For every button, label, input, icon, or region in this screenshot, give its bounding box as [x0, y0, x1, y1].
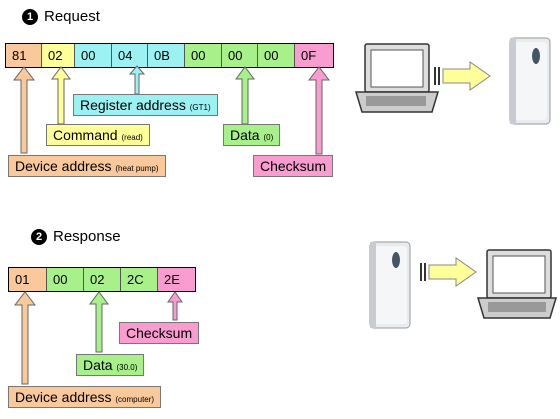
response-data-note: (30.0)	[116, 363, 138, 372]
register-address-label: Register address (GT1)	[73, 94, 218, 116]
response-device-address-label: Device address (computer)	[8, 386, 162, 408]
response-device-address-note: (computer)	[115, 395, 155, 404]
checksum-text: Checksum	[260, 158, 327, 174]
checksum-label: Checksum	[253, 155, 334, 177]
response-checksum-arrow	[167, 291, 183, 321]
data-label: Data (0)	[223, 124, 281, 146]
command-label: Command (read)	[46, 124, 150, 146]
response-device-address-arrow	[13, 291, 37, 385]
heat-pump-icon	[509, 37, 551, 125]
data-arrow	[235, 66, 255, 125]
device-address-label: Device address (heat pump)	[8, 155, 166, 177]
heat-pump-icon	[369, 241, 411, 329]
data-text: Data	[230, 127, 260, 143]
response-byte-cell: 00	[47, 268, 84, 291]
register-address-arrow	[128, 65, 146, 95]
request-byte-cell: 81	[6, 44, 42, 67]
response-byte-row: 01 00 02 2C 2E	[8, 267, 196, 292]
request-byte-cell: 04	[112, 44, 148, 67]
register-address-text: Register address	[80, 97, 186, 113]
response-byte-cell: 02	[84, 268, 121, 291]
request-title-text: Request	[44, 8, 100, 25]
response-data-text: Data	[83, 357, 113, 373]
command-arrow	[51, 66, 71, 125]
request-byte-cell: 00	[258, 44, 295, 67]
command-note: (read)	[121, 133, 143, 142]
request-byte-row: 81 02 00 04 0B 00 00 00 0F	[5, 43, 334, 68]
command-text: Command	[53, 127, 118, 143]
request-byte-cell: 0F	[295, 44, 333, 67]
response-checksum-label: Checksum	[119, 322, 200, 344]
laptop-icon	[354, 43, 440, 113]
device-address-note: (heat pump)	[115, 164, 159, 173]
response-device-address-text: Device address	[15, 389, 112, 405]
device-address-text: Device address	[15, 158, 112, 174]
response-number-badge: 2	[31, 228, 47, 245]
arrow-right-icon	[434, 61, 491, 91]
data-note: (0)	[263, 133, 274, 142]
request-byte-cell: 00	[185, 44, 222, 67]
register-address-note: (GT1)	[189, 103, 211, 112]
request-byte-cell: 00	[222, 44, 258, 67]
request-byte-cell: 0B	[148, 44, 185, 67]
response-title-text: Response	[53, 228, 121, 245]
response-byte-cell: 01	[9, 268, 47, 291]
device-address-arrow	[12, 66, 36, 154]
response-byte-cell: 2C	[121, 268, 158, 291]
request-title: 1 Request	[22, 8, 100, 25]
response-data-arrow	[89, 291, 109, 353]
response-checksum-text: Checksum	[126, 325, 193, 341]
request-byte-cell: 02	[42, 44, 75, 67]
request-number-badge: 1	[22, 8, 38, 25]
response-byte-cell: 2E	[158, 268, 195, 291]
checksum-arrow	[307, 66, 331, 155]
laptop-icon	[476, 249, 558, 319]
request-byte-cell: 00	[75, 44, 112, 67]
response-data-label: Data (30.0)	[76, 354, 145, 376]
response-title: 2 Response	[31, 228, 121, 245]
arrow-right-icon	[420, 257, 477, 287]
